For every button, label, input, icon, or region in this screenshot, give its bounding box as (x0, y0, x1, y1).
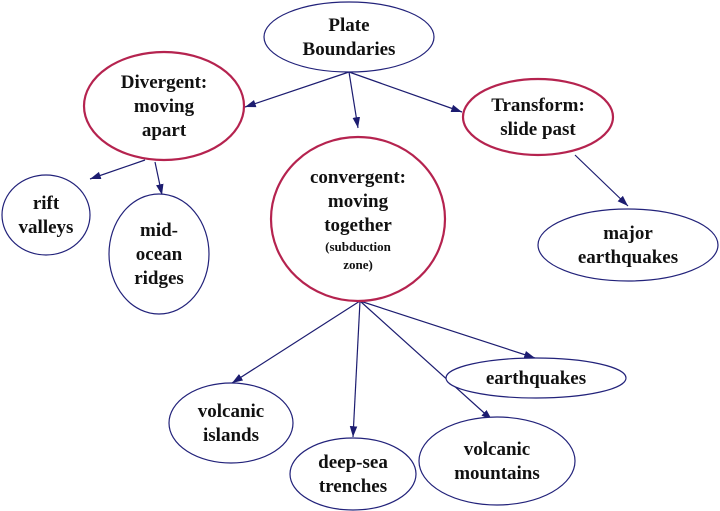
node-label-line: Plate (328, 15, 369, 36)
arrow-plate-boundaries-to-divergent (244, 71, 350, 108)
arrow-convergent-to-earthquakes (359, 300, 536, 359)
node-ellipse (461, 77, 615, 157)
node-divergent: Divergent: moving apart (82, 50, 246, 162)
node-label-line: volcanic (464, 439, 531, 460)
node-label-line: deep-sea (318, 452, 388, 473)
node-label-line: valleys (19, 217, 74, 238)
node-label-line: major (603, 223, 653, 244)
node-ellipse (168, 382, 294, 464)
arrow-convergent-to-deep-sea-trenches (349, 300, 361, 438)
node-label-line: volcanic (198, 401, 265, 422)
node-major-earthquakes: major earthquakes (537, 208, 719, 282)
node-label-line: islands (203, 425, 259, 446)
node-volcanic-islands: volcanic islands (168, 382, 294, 464)
node-label-line: apart (142, 120, 187, 141)
node-volcanic-mountains: volcanic mountains (418, 416, 576, 506)
arrow-convergent-to-volcanic-islands (231, 300, 361, 384)
node-sublabel-line: zone) (343, 257, 373, 272)
arrow-transform-to-major-earthquakes (574, 154, 629, 207)
node-transform: Transform: slide past (461, 77, 615, 157)
node-label-line: earthquakes (578, 247, 678, 268)
node-label-line: mountains (454, 463, 540, 484)
node-label-line: earthquakes (486, 368, 586, 389)
node-label-line: together (324, 215, 392, 236)
arrow-divergent-to-rift-valleys (89, 159, 146, 180)
node-label-line: trenches (319, 476, 387, 497)
node-ellipse (82, 50, 246, 162)
node-ellipse (537, 208, 719, 282)
node-label-line: Boundaries (303, 39, 396, 60)
arrow-plate-boundaries-to-transform (348, 71, 463, 113)
node-label-line: moving (134, 96, 195, 117)
node-earthquakes: earthquakes (445, 357, 627, 399)
node-ellipse (445, 357, 627, 399)
node-label-line: mid- (140, 220, 178, 241)
node-ellipse (263, 1, 435, 73)
node-ellipse (289, 437, 417, 511)
node-rift-valleys: rift valleys (1, 174, 91, 256)
node-label-line: moving (328, 191, 389, 212)
node-ellipse (418, 416, 576, 506)
node-label-line: slide past (500, 119, 576, 140)
node-label-line: convergent: (310, 167, 406, 188)
node-label-line: ocean (136, 244, 183, 265)
node-label-line: Transform: (491, 95, 585, 116)
node-deep-sea-trenches: deep-sea trenches (289, 437, 417, 511)
node-mid-ocean-ridges: mid-ocean ridges (108, 193, 210, 315)
arrow-convergent-to-volcanic-mountains (359, 300, 493, 421)
arrow-plate-boundaries-to-convergent (348, 71, 361, 129)
arrow-divergent-to-mid-ocean-ridges (154, 161, 164, 196)
node-label-line: Divergent: (121, 72, 208, 93)
node-sublabel-line: (subduction (325, 239, 392, 254)
node-label-line: rift (33, 193, 60, 214)
node-ellipse (108, 193, 210, 315)
node-convergent: convergent: moving together (subduction zone… (269, 135, 447, 303)
node-ellipse (269, 135, 447, 303)
node-ellipse (1, 174, 91, 256)
node-label-line: ridges (134, 268, 184, 289)
